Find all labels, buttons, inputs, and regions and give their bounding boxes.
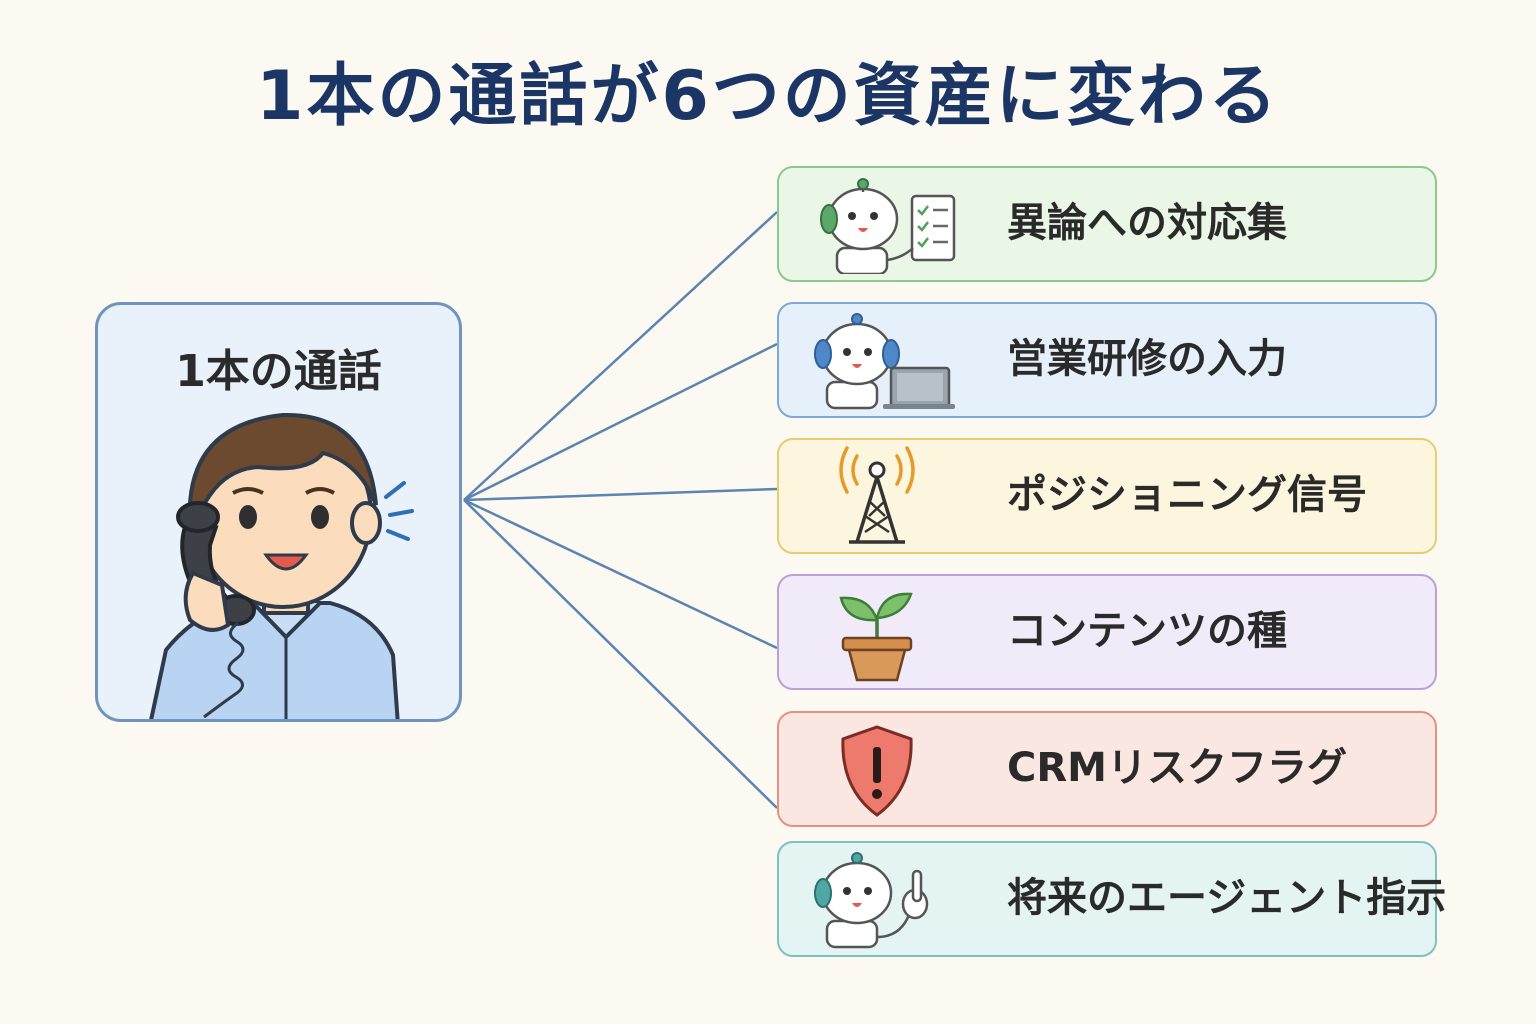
connector-line-2 [463, 342, 778, 502]
person-on-phone-icon [149, 412, 414, 719]
signal-tower-icon [839, 446, 915, 544]
asset-label: ポジショニング信号 [1007, 472, 1367, 518]
warning-shield-icon [841, 725, 913, 817]
asset-card-objection-handling: 異論への対応集 [777, 166, 1437, 282]
asset-card-positioning-signal: ポジショニング信号 [777, 438, 1437, 554]
connector-line-5 [463, 499, 778, 809]
asset-label: 将来のエージェント指示 [1007, 875, 1447, 921]
source-call-card: 1本の通話 [95, 302, 462, 722]
connector-line-4 [463, 498, 778, 650]
asset-label: CRMリスクフラグ [1007, 745, 1347, 791]
robot-checklist-icon [820, 178, 956, 274]
connector-line-3 [463, 487, 778, 502]
robot-laptop-icon [814, 313, 955, 410]
page-title: 1本の通話が6つの資産に変わる [256, 57, 1280, 136]
robot-pointing-icon [814, 852, 929, 949]
asset-card-sales-training: 営業研修の入力 [777, 302, 1437, 418]
connector-line-1 [463, 211, 778, 501]
asset-card-crm-risk-flag: CRMリスクフラグ [777, 711, 1437, 827]
asset-label: 営業研修の入力 [1007, 336, 1287, 382]
sprout-pot-icon [839, 592, 913, 682]
asset-card-agent-instructions: 将来のエージェント指示 [777, 841, 1446, 957]
source-call-label: 1本の通話 [175, 346, 382, 397]
asset-label: コンテンツの種 [1007, 608, 1287, 654]
asset-label: 異論への対応集 [1007, 200, 1287, 246]
asset-card-content-seeds: コンテンツの種 [777, 574, 1437, 690]
